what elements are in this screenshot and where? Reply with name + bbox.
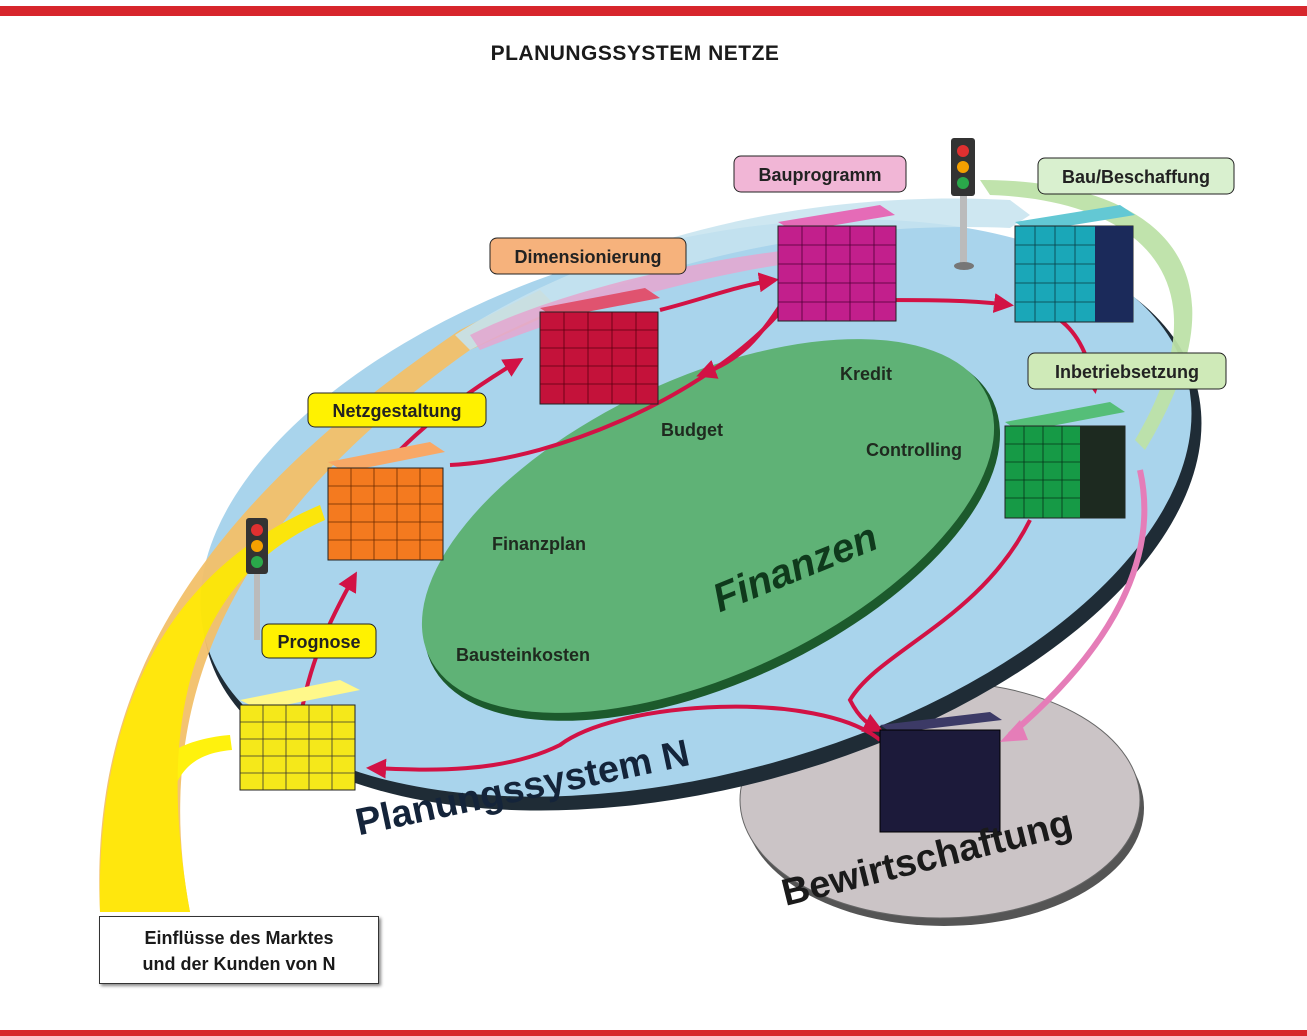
label-inbetriebsetzung-text: Inbetriebsetzung [1055,362,1199,382]
label-bau-beschaffung: Bau/Beschaffung [1037,157,1235,195]
finance-item-controlling: Controlling [866,440,962,460]
finance-item-budget: Budget [661,420,723,440]
top-frame-bar [0,6,1307,16]
dimensionierung-cubes-icon [539,288,660,405]
market-line-1: Einflüsse des Marktes [144,928,334,948]
page-title: PLANUNGSSYSTEM NETZE [490,42,780,65]
finance-item-finanzplan: Finanzplan [492,534,586,554]
bottom-frame-bar [0,1030,1307,1036]
label-netzgestaltung-text: Netzgestaltung [332,401,461,421]
market-line-2: und der Kunden von N [142,954,336,974]
label-bauprogramm: Bauprogramm [733,155,907,193]
label-bauprogramm-text: Bauprogramm [758,165,881,185]
bewirtschaftung-cubes-icon [879,712,1002,833]
label-dimensionierung: Dimensionierung [489,237,687,275]
label-inbetriebsetzung: Inbetriebsetzung [1027,352,1227,390]
traffic-light-icon [246,518,268,640]
traffic-light-icon [951,138,975,270]
finance-item-kredit: Kredit [840,364,892,384]
prognose-cubes-icon [239,680,360,791]
inbetriebsetzung-cubes-icon [1004,402,1126,519]
label-prognose-text: Prognose [277,632,360,652]
pink-flow-arrow [1008,469,1148,738]
finanzen-disc [421,339,1001,721]
bau-cubes-icon [1014,205,1135,323]
netzgestaltung-cubes-icon [327,442,445,561]
label-prognose: Prognose [261,623,377,659]
market-influence-arrows [99,180,1193,912]
label-dimensionierung-text: Dimensionierung [514,247,661,267]
label-netzgestaltung: Netzgestaltung [307,392,487,428]
market-influence-box: Einflüsse des Marktes und der Kunden von… [99,916,379,984]
finance-item-bausteinkosten: Bausteinkosten [456,645,590,665]
bauprogramm-cubes-icon [777,205,897,322]
pink-arrow-head [1000,720,1028,742]
label-bau-text: Bau/Beschaffung [1062,167,1210,187]
